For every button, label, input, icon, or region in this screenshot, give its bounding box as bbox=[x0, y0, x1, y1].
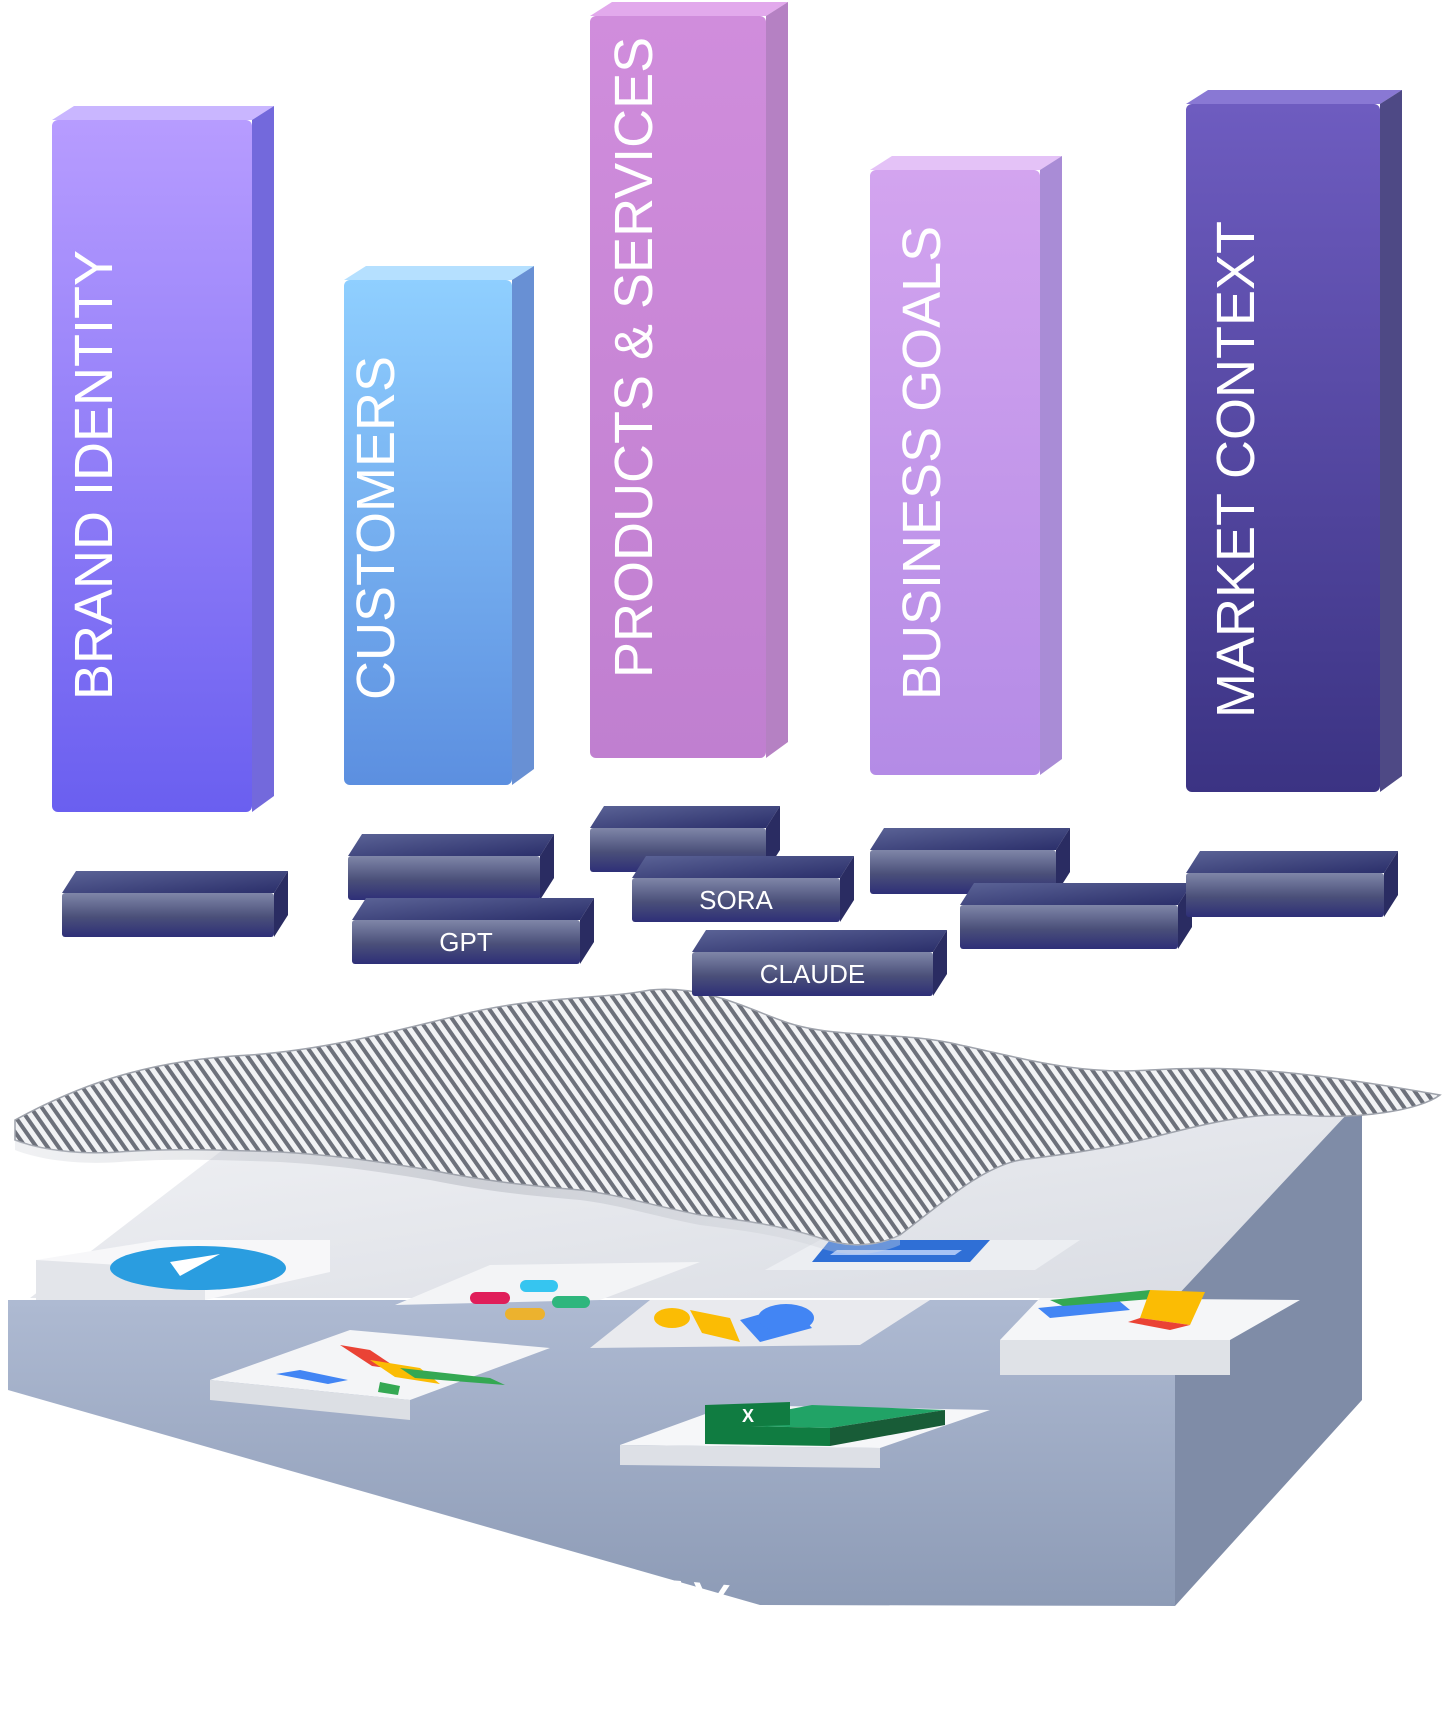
pillar-label: PRODUCTS & SERVICES bbox=[604, 37, 664, 678]
app-tile-gmail[interactable] bbox=[210, 1330, 550, 1420]
pillar-front bbox=[344, 280, 512, 785]
pillar-cap bbox=[870, 156, 1062, 170]
tile-front bbox=[692, 952, 933, 996]
pillar-cap bbox=[590, 2, 788, 16]
app-tiles: X bbox=[36, 1240, 1300, 1468]
tile-top bbox=[632, 856, 854, 878]
app-tile-excel[interactable]: X bbox=[620, 1402, 990, 1468]
pillar-label: BUSINESS GOALS bbox=[892, 226, 952, 700]
pillar-label: BRAND IDENTITY bbox=[64, 250, 124, 700]
pillar-market-context[interactable]: MARKET CONTEXT bbox=[1186, 90, 1402, 792]
tile-top bbox=[590, 806, 780, 828]
tile-side bbox=[840, 856, 854, 922]
pillar-brand-identity[interactable]: BRAND IDENTITY bbox=[52, 106, 274, 812]
tile-top bbox=[1186, 851, 1398, 873]
gmail-icon bbox=[276, 1345, 505, 1395]
pillar-front bbox=[590, 16, 766, 758]
pillar-business-goals[interactable]: BUSINESS GOALS bbox=[870, 156, 1062, 775]
pillar-side bbox=[1380, 90, 1402, 792]
app-tile-drive[interactable] bbox=[1000, 1290, 1300, 1375]
tile-front bbox=[352, 920, 580, 964]
pillar-customers[interactable]: CUSTOMERS bbox=[344, 266, 534, 785]
pillar-cap bbox=[52, 106, 274, 120]
excel-letter: X bbox=[742, 1406, 754, 1426]
tile-top bbox=[352, 898, 594, 920]
tile-side bbox=[1384, 851, 1398, 917]
excel-icon: X bbox=[705, 1402, 945, 1446]
pillar-label: MARKET CONTEXT bbox=[1206, 221, 1266, 718]
telegram-icon bbox=[110, 1246, 286, 1290]
tile-top bbox=[62, 871, 288, 893]
tile-top bbox=[692, 930, 947, 952]
app-tile-google-ads[interactable] bbox=[590, 1300, 930, 1348]
tile-side bbox=[580, 898, 594, 964]
model-tile-8[interactable] bbox=[960, 883, 1192, 949]
pillar-front bbox=[870, 170, 1040, 775]
tile-front bbox=[632, 878, 840, 922]
pillar-cap bbox=[344, 266, 534, 280]
tile-front bbox=[960, 905, 1178, 949]
model-tile-1[interactable] bbox=[62, 871, 288, 937]
slack-icon bbox=[470, 1280, 590, 1320]
tile-side bbox=[540, 834, 554, 900]
pillar-side bbox=[512, 266, 534, 785]
model-tile-9[interactable] bbox=[1186, 851, 1398, 917]
tile-top bbox=[870, 828, 1070, 850]
tile-top bbox=[348, 834, 554, 856]
tile-front bbox=[1186, 873, 1384, 917]
google-drive-icon bbox=[1038, 1290, 1205, 1330]
pillar-label: CUSTOMERS bbox=[346, 356, 406, 700]
tile-label: SORA bbox=[699, 885, 773, 915]
tile-side bbox=[274, 871, 288, 937]
model-tile-sora[interactable]: SORA bbox=[632, 856, 854, 922]
tile-side bbox=[1056, 828, 1070, 894]
wave-surface bbox=[14, 988, 1442, 1254]
app-tile-telegram[interactable] bbox=[36, 1240, 330, 1300]
tile-label: GPT bbox=[439, 927, 493, 957]
model-tile-claude[interactable]: CLAUDE bbox=[692, 930, 947, 996]
tile-front bbox=[62, 893, 274, 937]
google-ads-icon bbox=[654, 1304, 814, 1342]
pillar-side bbox=[252, 106, 274, 812]
platform-side bbox=[1175, 1098, 1362, 1606]
tile-top bbox=[960, 883, 1192, 905]
tile-side bbox=[766, 806, 780, 872]
pillar-cap bbox=[1186, 90, 1402, 104]
pillar-front bbox=[52, 120, 252, 812]
pillar-front bbox=[1186, 104, 1380, 792]
model-tiles: GPT SORA CLAUDE bbox=[62, 806, 1398, 996]
pillars: BRAND IDENTITY CUSTOMERS PRODUCTS & SERVIC… bbox=[52, 2, 1402, 812]
model-tile-gpt[interactable]: GPT bbox=[352, 898, 594, 964]
tile-label: CLAUDE bbox=[760, 959, 865, 989]
tile-side bbox=[933, 930, 947, 996]
pillar-side bbox=[766, 2, 788, 758]
pillar-side bbox=[1040, 156, 1062, 775]
app-tile-slack[interactable] bbox=[395, 1262, 700, 1320]
model-tile-2[interactable] bbox=[348, 834, 554, 900]
tile-front bbox=[348, 856, 540, 900]
pillar-products-services[interactable]: PRODUCTS & SERVICES bbox=[590, 2, 788, 758]
